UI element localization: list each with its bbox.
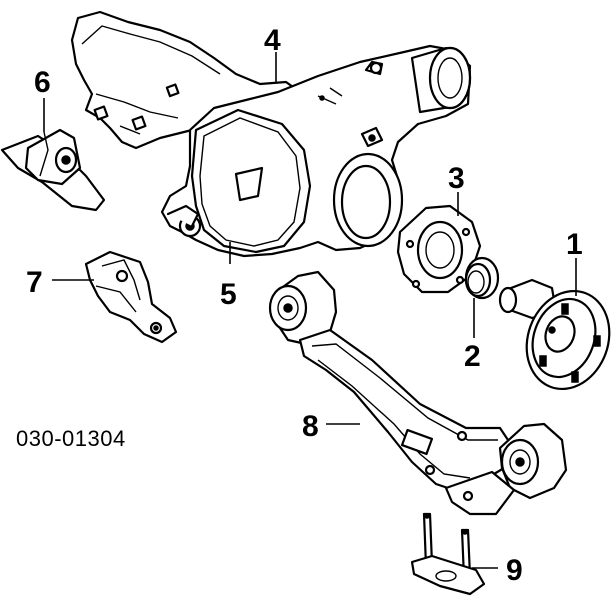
part-8-crossmember [268,270,568,516]
part-3-retainer [396,204,482,294]
part-2-bearing [464,256,500,300]
part-9-ubolt [410,512,486,596]
part-6-mount [0,128,106,212]
catalog-number: 030-01304 [16,426,126,451]
differential-carrier [70,10,472,258]
callout-2: 2 [464,340,481,373]
callout-6: 6 [34,66,51,99]
callout-4: 4 [264,24,281,57]
callout-5: 5 [220,278,237,311]
leader-lines [43,52,577,569]
callout-1: 1 [566,228,583,261]
callout-7: 7 [26,266,43,299]
callout-3: 3 [448,162,465,195]
callout-9: 9 [506,554,523,587]
part-7-bracket [84,250,178,344]
part-1-axle-flange [498,278,611,391]
callout-8: 8 [302,410,319,443]
